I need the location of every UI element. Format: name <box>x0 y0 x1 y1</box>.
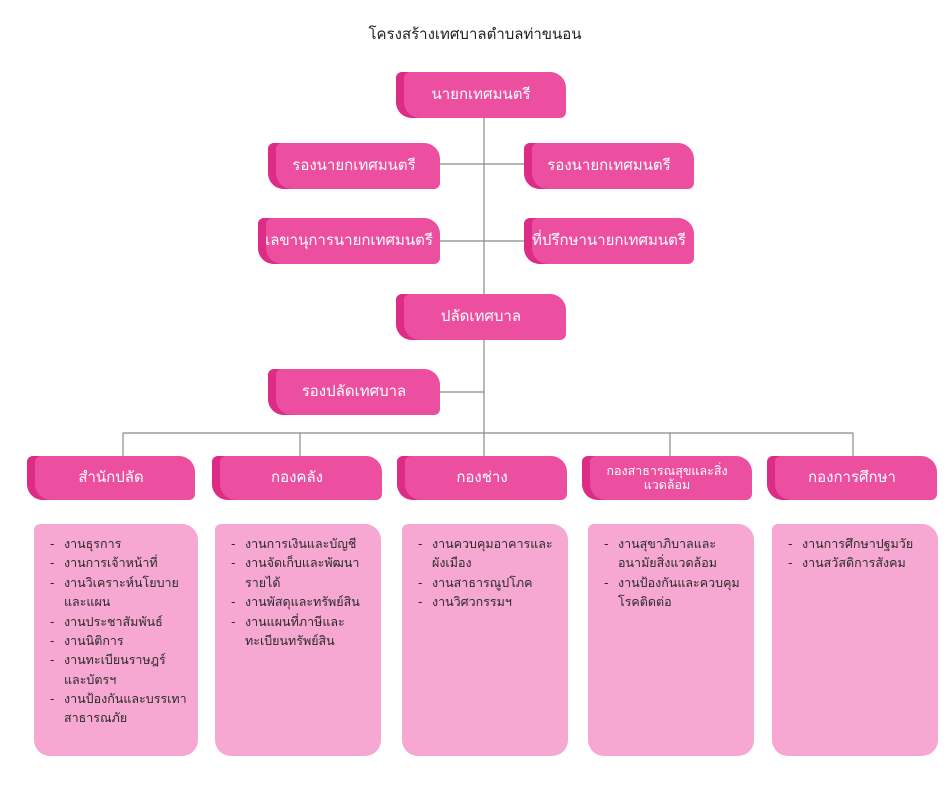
task-item: งานวิศวกรรมฯ <box>416 592 558 612</box>
task-item: งานสวัสดิการสังคม <box>786 553 928 573</box>
task-item: งานพัสดุและทรัพย์สิน <box>229 592 371 612</box>
division-tasks-card-4: งานสุขาภิบาลและอนามัยสิ่งแวดล้อม งานป้อง… <box>588 524 754 756</box>
chart-title: โครงสร้างเทศบาลตำบลท่าขนอน <box>368 25 582 43</box>
task-item: งานแผนที่ภาษีและทะเบียนทรัพย์สิน <box>229 612 371 651</box>
deputy-mayor-box-left: รองนายกเทศมนตรี <box>268 143 440 189</box>
advisor-box: ที่ปรึกษานายกเทศมนตรี <box>524 218 694 264</box>
task-item: งานการเจ้าหน้าที่ <box>48 553 188 573</box>
division-tasks-card-1: งานธุรการ งานการเจ้าหน้าที่ งานวิเคราะห์… <box>34 524 198 756</box>
division-box-4: กองสาธารณสุขและสิ่งแวดล้อม <box>582 456 752 500</box>
secretary-box: เลขานุการนายกเทศมนตรี <box>258 218 440 264</box>
task-item: งานสุขาภิบาลและอนามัยสิ่งแวดล้อม <box>602 534 744 573</box>
division-box-5: กองการศึกษา <box>767 456 937 500</box>
municipal-clerk-box: ปลัดเทศบาล <box>396 294 566 340</box>
division-tasks-card-3: งานควบคุมอาคารและผังเมือง งานสาธารณูปโภค… <box>402 524 568 756</box>
task-item: งานการเงินและบัญชี <box>229 534 371 554</box>
division-box-2: กองคลัง <box>212 456 382 500</box>
mayor-box: นายกเทศมนตรี <box>396 72 566 118</box>
task-item: งานป้องกันและควบคุมโรคติดต่อ <box>602 573 744 612</box>
task-item: งานควบคุมอาคารและผังเมือง <box>416 534 558 573</box>
task-item: งานการศึกษาปฐมวัย <box>786 534 928 554</box>
task-item: งานวิเคราะห์นโยบายและแผน <box>48 573 188 612</box>
task-item: งานประชาสัมพันธ์ <box>48 612 188 632</box>
task-item: งานนิติการ <box>48 631 188 651</box>
task-item: งานสาธารณูปโภค <box>416 573 558 593</box>
deputy-clerk-box: รองปลัดเทศบาล <box>268 369 440 415</box>
division-tasks-card-5: งานการศึกษาปฐมวัย งานสวัสดิการสังคม <box>772 524 938 756</box>
division-box-3: กองช่าง <box>397 456 567 500</box>
task-item: งานทะเบียนราษฎร์และบัตรฯ <box>48 650 188 689</box>
division-box-1: สำนักปลัด <box>27 456 195 500</box>
task-item: งานจัดเก็บและพัฒนารายได้ <box>229 553 371 592</box>
division-tasks-card-2: งานการเงินและบัญชี งานจัดเก็บและพัฒนาราย… <box>215 524 381 756</box>
task-item: งานธุรการ <box>48 534 188 554</box>
task-item: งานป้องกันและบรรเทาสาธารณภัย <box>48 689 188 728</box>
deputy-mayor-box-right: รองนายกเทศมนตรี <box>524 143 694 189</box>
